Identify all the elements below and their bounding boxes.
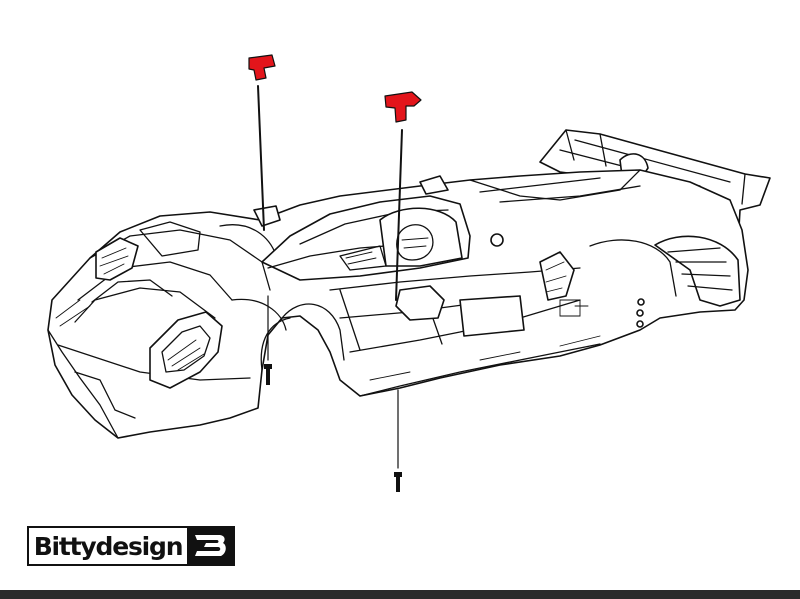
- car-body-shell: [47, 169, 749, 439]
- brand-name: Bittydesign: [33, 531, 184, 561]
- left-mount-screw: [264, 364, 272, 385]
- left-body-mount-clip: [248, 54, 276, 81]
- right-body-mount: [395, 129, 403, 469]
- bd-logo-mark-icon: [187, 528, 233, 564]
- left-body-mount: [257, 85, 269, 361]
- right-mount-screw: [394, 472, 402, 492]
- bittydesign-logo: Bittydesign: [27, 526, 235, 566]
- right-body-mount-clip: [384, 91, 422, 123]
- footer-bar: [0, 590, 800, 599]
